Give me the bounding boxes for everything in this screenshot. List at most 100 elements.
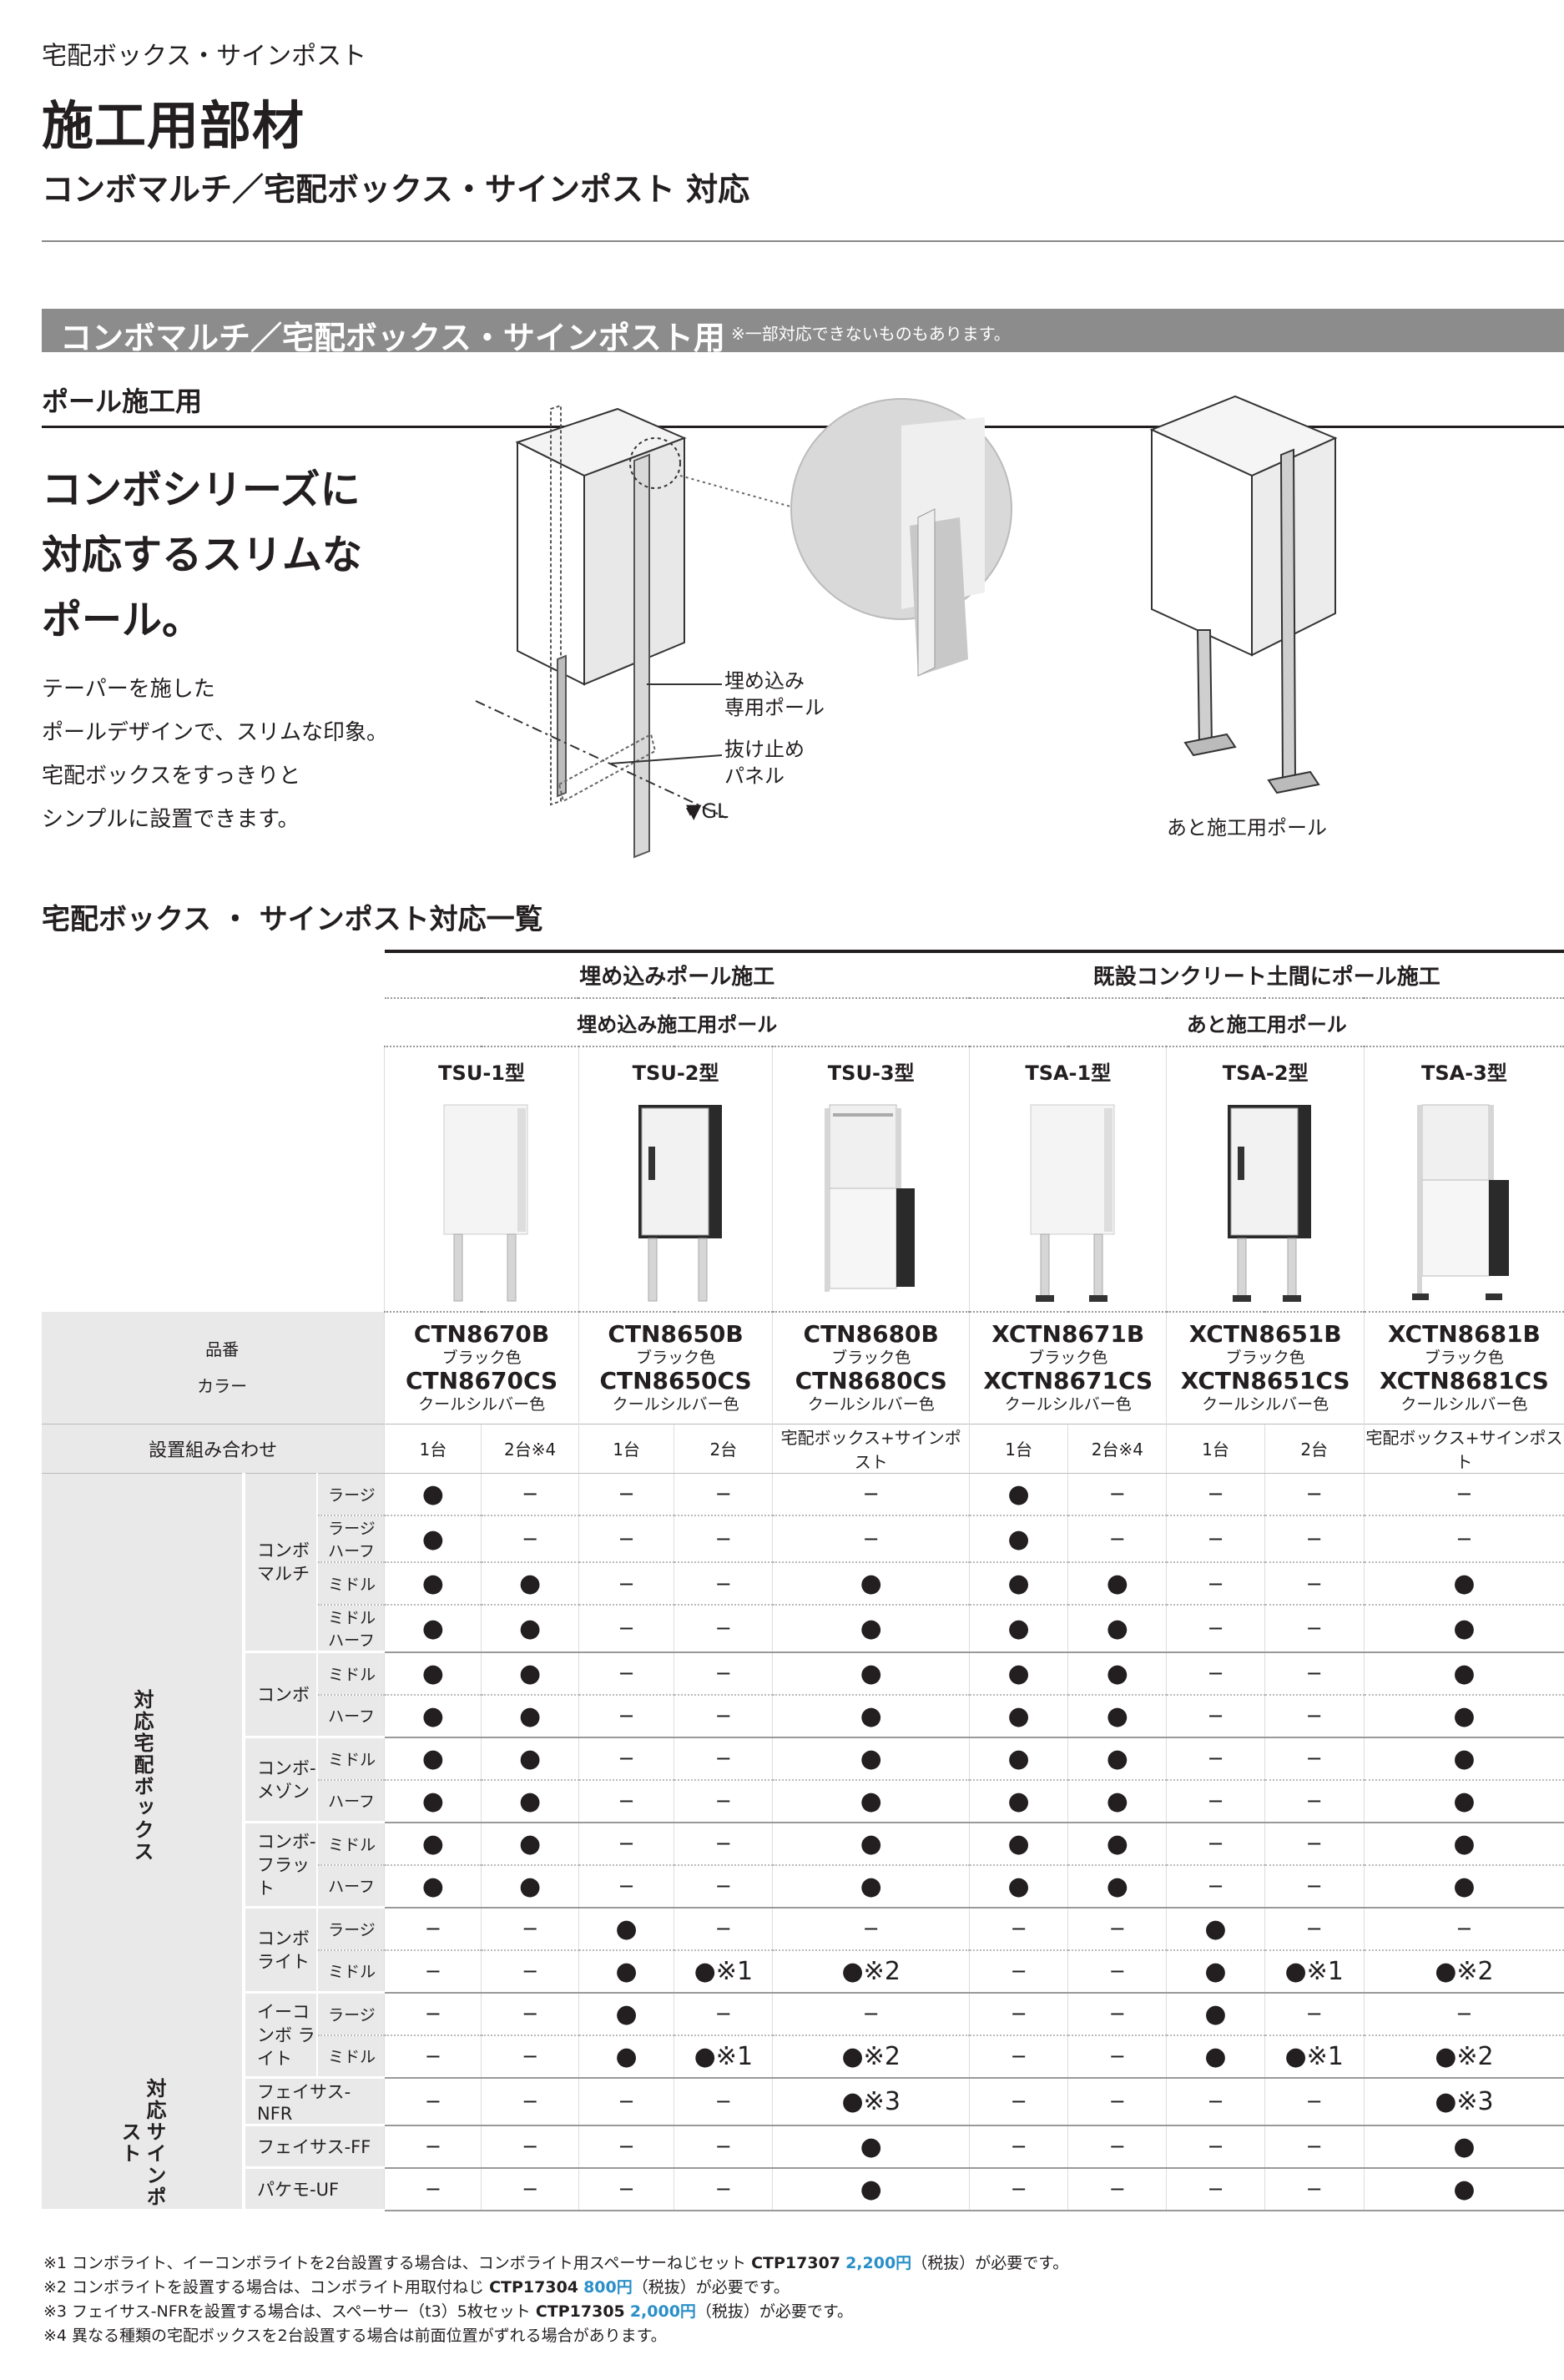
- size-label: ミドル: [316, 1949, 385, 1994]
- not-compatible-dash: −: [522, 1527, 539, 1551]
- not-compatible-dash: −: [1207, 1832, 1224, 1855]
- compatibility-cell: ●: [384, 1779, 482, 1823]
- compatibility-cell: ●: [969, 1562, 1068, 1606]
- not-compatible-dash: −: [1305, 1661, 1323, 1685]
- series-label: コンボ- メゾン: [244, 1737, 318, 1823]
- compatibility-cell: ●: [772, 1651, 970, 1696]
- combination-cell: 1台: [384, 1423, 482, 1474]
- compatibility-cell: −: [578, 2077, 674, 2126]
- compatible-dot: ●: [860, 1828, 882, 1858]
- product-code-black: CTN8680B: [803, 1320, 939, 1349]
- color-silver: クールシルバー色: [1202, 1395, 1329, 1414]
- footnote: ※4 異なる種類の宅配ボックスを2台設置する場合は前面位置がずれる場合があります…: [43, 2324, 1068, 2348]
- model-name: TSA-2型: [1166, 1046, 1365, 1095]
- group-b-sub: あと施工用ポール: [969, 998, 1564, 1047]
- callout-line: 抜け止め: [724, 738, 805, 761]
- compatibility-cell: −: [674, 1605, 773, 1653]
- color-silver: クールシルバー色: [807, 1395, 935, 1414]
- compatibility-cell: ●: [1067, 1605, 1167, 1653]
- compatible-dot: ●: [860, 2131, 882, 2161]
- compatibility-cell: ●: [1363, 2167, 1564, 2211]
- compatibility-cell: ●: [1363, 1864, 1564, 1909]
- compatible-dot: ●: [860, 1786, 882, 1816]
- combination-cell: 宅配ボックス+サインポスト: [772, 1423, 970, 1474]
- compatibility-cell: ●※1: [674, 1949, 773, 1994]
- pole-heading-rule: [42, 426, 1564, 428]
- compatibility-cell: ●: [772, 1562, 970, 1606]
- compatibility-cell: ●: [772, 2167, 970, 2211]
- compatibility-cell: −: [674, 1515, 773, 1563]
- not-compatible-dash: −: [1305, 1789, 1323, 1813]
- not-compatible-dash: −: [1108, 2002, 1126, 2025]
- compatibility-cell: −: [1264, 1737, 1365, 1781]
- description-line: ポールデザインで、スリムな印象。: [42, 720, 388, 745]
- compatible-dot: ●: [1007, 1828, 1030, 1858]
- footnote-text: ※1 コンボライト、イーコンボライトを2台設置する場合は、コンボライト用スペーサ…: [43, 2254, 752, 2272]
- not-compatible-dash: −: [618, 2177, 635, 2201]
- compatible-dot: ●※3: [841, 2086, 901, 2116]
- compatible-dot: ●※1: [694, 1956, 754, 1986]
- pole-heading: ポール施工用: [42, 386, 203, 417]
- compatible-dot: ●: [1106, 1613, 1128, 1643]
- compatibility-cell: −: [1067, 2125, 1167, 2169]
- embedded-pole-illustration: [475, 398, 1012, 859]
- color-silver: クールシルバー色: [612, 1395, 739, 1414]
- not-compatible-dash: −: [1010, 1917, 1027, 1940]
- color-silver: クールシルバー色: [1004, 1395, 1132, 1414]
- group-header-row: 埋め込みポール施工 既設コンクリート土間にポール施工: [42, 950, 1564, 999]
- compatibility-cell: −: [1067, 1949, 1167, 1994]
- callout-embedded-pole: 埋め込み 専用ポール: [724, 668, 825, 721]
- not-compatible-dash: −: [1108, 2090, 1126, 2113]
- not-compatible-dash: −: [1207, 1704, 1224, 1727]
- compatible-dot: ●: [1453, 1569, 1476, 1598]
- compatible-dot: ●: [1106, 1871, 1128, 1901]
- compatible-dot: ●※1: [694, 2041, 754, 2071]
- description-line: シンプルに設置できます。: [42, 807, 300, 832]
- compatible-dot: ●: [519, 1871, 542, 1901]
- product-code-silver: CTN8680CS: [795, 1367, 947, 1395]
- footnote: ※3 フェイサス-NFRを設置する場合は、スペーサー（t3）5枚セット CTP1…: [43, 2300, 1068, 2324]
- not-compatible-dash: −: [618, 2090, 635, 2113]
- compatibility-cell: −: [674, 2077, 773, 2126]
- combination-row: 設置組み合わせ 1台 2台※4 1台 2台 宅配ボックス+サインポスト 1台 2…: [42, 1423, 1564, 1474]
- not-compatible-dash: −: [424, 2045, 441, 2068]
- not-compatible-dash: −: [1010, 2177, 1027, 2201]
- compatible-dot: ●: [1007, 1479, 1030, 1509]
- callout-line: パネル: [724, 764, 785, 788]
- not-compatible-dash: −: [618, 1747, 635, 1770]
- compatible-dot: ●※2: [841, 1956, 901, 1986]
- compatibility-cell: ●: [578, 2035, 674, 2079]
- compatible-dot: ●: [860, 1569, 882, 1598]
- series-label: イーコンボ ライト: [244, 1992, 318, 2079]
- combination-cell: 宅配ボックス+サインポスト: [1363, 1423, 1564, 1474]
- table-row: 対応宅配ボックスコンボ マルチラージ●−−−−●−−−−: [42, 1473, 1564, 2078]
- product-code-black: CTN8670B: [413, 1320, 550, 1349]
- compatibility-cell: −: [384, 1907, 482, 1951]
- product-code-black: CTN8650B: [608, 1320, 744, 1349]
- table-row: フェイサス-FF−−−−●−−−−●: [42, 2125, 1564, 2169]
- compatibility-cell: −: [578, 1822, 674, 1866]
- compatibility-cell: −: [1264, 1605, 1365, 1653]
- not-compatible-dash: −: [862, 2002, 880, 2025]
- compatibility-cell: ●: [772, 1694, 970, 1738]
- compatible-dot: ●※2: [1435, 1956, 1494, 1986]
- compatible-dot: ●: [1453, 2174, 1476, 2204]
- page-subtitle: コンボマルチ／宅配ボックス・サインポスト 対応: [42, 171, 750, 208]
- not-compatible-dash: −: [1207, 1527, 1224, 1551]
- footnote: ※2 コンボライトを設置する場合は、コンボライト用取付ねじ CTP17304 8…: [43, 2276, 1068, 2300]
- compatibility-cell: −: [674, 1779, 773, 1823]
- not-compatible-dash: −: [618, 1482, 635, 1506]
- compatibility-cell: −: [1363, 1992, 1564, 2036]
- compatible-dot: ●: [1106, 1701, 1128, 1731]
- compatibility-cell: ●: [772, 1822, 970, 1866]
- compatibility-cell: −: [969, 2167, 1068, 2211]
- compatible-dot: ●: [421, 1743, 444, 1773]
- not-compatible-dash: −: [424, 1959, 441, 1983]
- color-silver: クールシルバー色: [418, 1395, 546, 1414]
- not-compatible-dash: −: [618, 1704, 635, 1727]
- model-image: [1166, 1095, 1365, 1313]
- color-silver: クールシルバー色: [1400, 1395, 1528, 1414]
- compatibility-cell: ●: [1363, 1562, 1564, 1606]
- compatible-dot: ●※3: [1435, 2086, 1494, 2116]
- compatibility-cell: −: [578, 1562, 674, 1606]
